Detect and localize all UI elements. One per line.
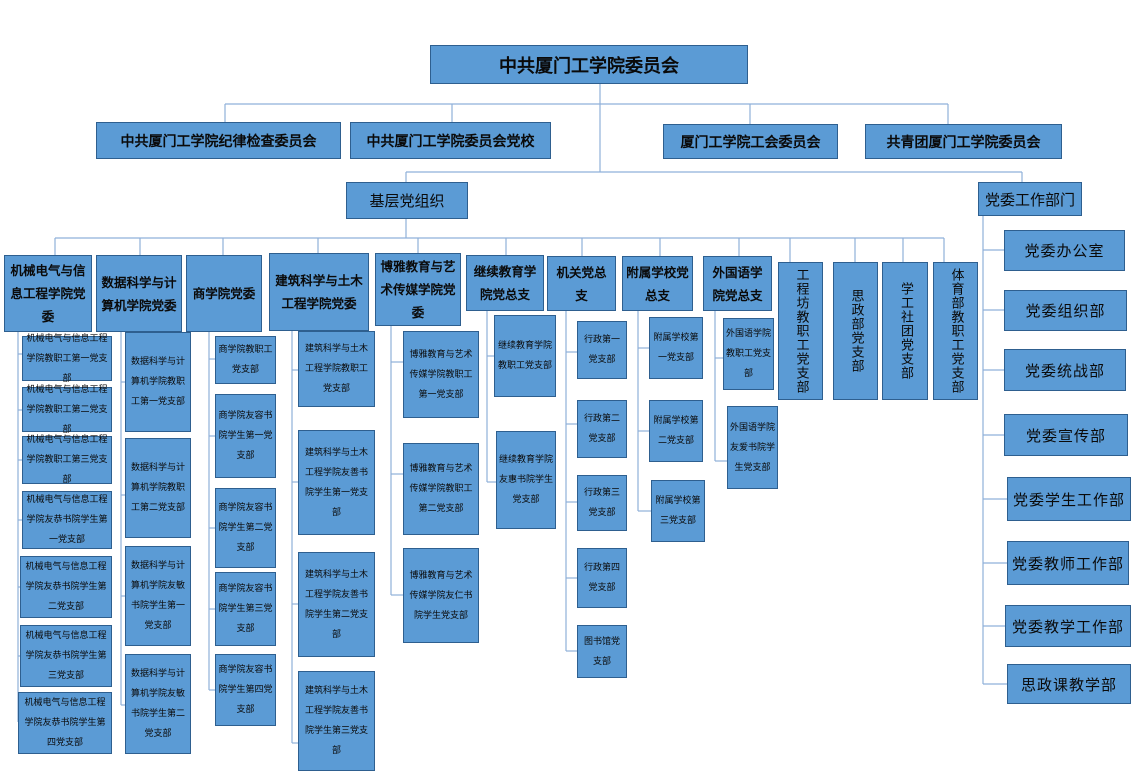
work-dept-node: 思政课教学部 [1007, 664, 1131, 704]
branch-node: 建筑科学与土木工程学院友善书院学生第一党支部 [298, 430, 375, 535]
branch-node: 行政第三党支部 [577, 475, 627, 531]
college-node: 外国语学院党总支 [703, 256, 772, 311]
branch-node: 机械电气与信息工程学院教职工第三党支部 [22, 435, 112, 485]
branch-node: 图书馆党支部 [577, 625, 627, 678]
branch-node: 商学院友容书院学生第四党支部 [215, 654, 276, 726]
branch-node: 数据科学与计算机学院友敏书院学生第二党支部 [125, 654, 191, 754]
branch-node: 数据科学与计算机学院友敏书院学生第一党支部 [125, 546, 191, 646]
work-depts-node: 党委工作部门 [978, 182, 1082, 216]
college-node: 商学院党委 [186, 255, 262, 332]
branch-node: 行政第二党支部 [577, 400, 627, 458]
branch-node: 商学院教职工党支部 [215, 336, 276, 384]
branch-node: 继续教育学院友惠书院学生党支部 [496, 431, 556, 529]
branch-node: 外国语学院友爱书院学生党支部 [727, 406, 778, 489]
work-dept-node: 党委宣传部 [1004, 414, 1128, 456]
branch-node: 机械电气与信息工程学院友恭书院学生第四党支部 [18, 692, 112, 754]
branch-node: 博雅教育与艺术传媒学院教职工第二党支部 [403, 443, 479, 535]
work-dept-node: 党委教学工作部 [1005, 605, 1131, 647]
branch-node: 商学院友容书院学生第一党支部 [215, 394, 276, 478]
branch-node: 附属学校第三党支部 [651, 480, 705, 542]
branch-node: 商学院友容书院学生第二党支部 [215, 488, 276, 568]
branch-node: 机械电气与信息工程学院友恭书院学生第二党支部 [20, 556, 112, 618]
branch-node: 数据科学与计算机学院教职工第二党支部 [125, 438, 191, 538]
standalone-branch-node: 工程坊教职工党支部 [778, 262, 823, 400]
college-node: 附属学校党总支 [622, 256, 693, 311]
branch-node: 行政第四党支部 [577, 548, 627, 608]
youth-league-node: 共青团厦门工学院委员会 [865, 124, 1062, 159]
college-node: 机关党总支 [547, 256, 616, 311]
college-node: 建筑科学与土木工程学院党委 [269, 253, 369, 331]
work-dept-node: 党委办公室 [1004, 230, 1125, 271]
work-dept-node: 党委教师工作部 [1007, 541, 1129, 585]
work-dept-node: 党委统战部 [1004, 349, 1126, 391]
trade-union-node: 厦门工学院工会委员会 [663, 124, 838, 159]
college-node: 博雅教育与艺术传媒学院党委 [375, 253, 461, 326]
branch-node: 建筑科学与土木工程学院友善书院学生第三党支部 [298, 671, 375, 771]
branch-node: 机械电气与信息工程学院友恭书院学生第三党支部 [20, 625, 112, 687]
branch-node: 机械电气与信息工程学院教职工第二党支部 [22, 385, 112, 435]
work-dept-node: 党委组织部 [1004, 290, 1127, 331]
branch-node: 建筑科学与土木工程学院友善书院学生第二党支部 [298, 552, 375, 657]
grassroots-org-node: 基层党组织 [346, 182, 468, 219]
branch-node: 博雅教育与艺术传媒学院友仁书院学生党支部 [403, 548, 479, 643]
branch-node: 建筑科学与土木工程学院教职工党支部 [298, 331, 375, 407]
branch-node: 机械电气与信息工程学院友恭书院学生第一党支部 [22, 491, 112, 549]
college-node: 继续教育学院党总支 [466, 255, 544, 311]
work-dept-node: 党委学生工作部 [1007, 477, 1131, 521]
root-node: 中共厦门工学院委员会 [430, 45, 748, 84]
branch-node: 附属学校第一党支部 [649, 317, 703, 379]
branch-node: 外国语学院教职工党支部 [723, 318, 774, 390]
branch-node: 继续教育学院教职工党支部 [494, 315, 556, 397]
college-node: 机械电气与信息工程学院党委 [4, 255, 92, 332]
branch-node: 附属学校第二党支部 [649, 400, 703, 462]
discipline-committee-node: 中共厦门工学院纪律检查委员会 [96, 122, 341, 159]
standalone-branch-node: 思政部党支部 [833, 262, 878, 400]
branch-node: 机械电气与信息工程学院教职工第一党支部 [22, 334, 112, 384]
branch-node: 博雅教育与艺术传媒学院教职工第一党支部 [403, 331, 479, 418]
college-node: 数据科学与计算机学院党委 [96, 255, 182, 332]
standalone-branch-node: 学工社团党支部 [882, 262, 928, 400]
branch-node: 数据科学与计算机学院教职工第一党支部 [125, 332, 191, 432]
branch-node: 行政第一党支部 [577, 321, 627, 379]
standalone-branch-node: 体育部教职工党支部 [933, 262, 978, 400]
branch-node: 商学院友容书院学生第三党支部 [215, 572, 276, 646]
party-school-node: 中共厦门工学院委员会党校 [350, 122, 551, 159]
